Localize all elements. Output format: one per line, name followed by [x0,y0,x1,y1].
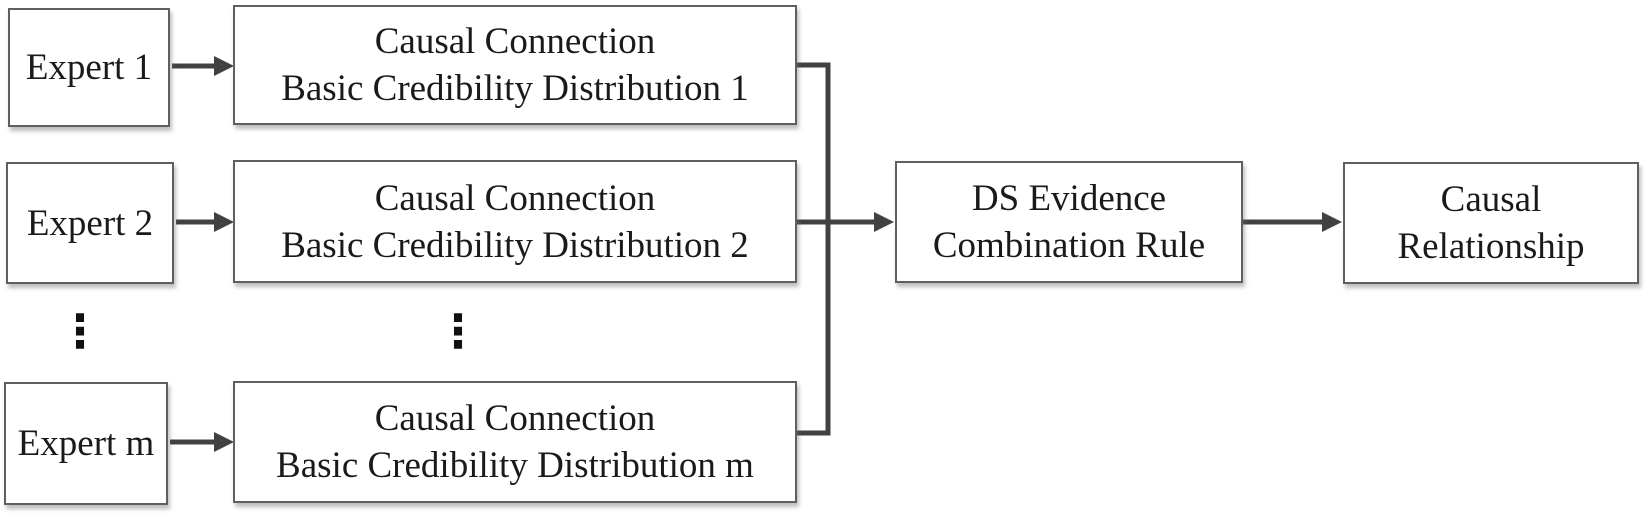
arrowhead-icon [214,56,234,76]
result-label-line1: Causal [1440,179,1542,220]
arrowhead-icon [874,212,894,232]
expert-box-1: Expert 1 [8,8,170,127]
arrowhead-icon [1322,212,1342,232]
vertical-ellipsis-experts: ⋮ [57,304,103,358]
distribution-box-m: Causal Connection Basic Credibility Dist… [233,381,797,503]
expert-box-m: Expert m [4,382,168,505]
distribution-box-2: Causal Connection Basic Credibility Dist… [233,160,797,283]
expert-label: Expert m [17,423,155,464]
expert-box-2: Expert 2 [6,162,174,284]
distribution-box-1: Causal Connection Basic Credibility Dist… [233,5,797,125]
expert-label: Expert 2 [26,202,154,244]
vertical-ellipsis-distributions: ⋮ [435,304,481,358]
arrowhead-icon [214,212,234,232]
ds-evidence-combination-box: DS Evidence Combination Rule [895,161,1243,283]
distribution-label-line2: Basic Credibility Distribution 1 [281,68,749,109]
collector-line [797,62,831,436]
combination-label-line2: Combination Rule [932,225,1206,266]
result-label-line2: Relationship [1397,226,1585,267]
combination-label-line1: DS Evidence [971,178,1167,219]
arrowhead-icon [214,432,234,452]
distribution-label-line1: Causal Connection [374,398,656,439]
distribution-label-line2: Basic Credibility Distribution m [276,445,754,486]
causal-relationship-box: Causal Relationship [1343,162,1639,284]
distribution-label-line2: Basic Credibility Distribution 2 [281,224,749,266]
expert-label: Expert 1 [25,47,153,88]
distribution-label-line1: Causal Connection [374,177,656,219]
distribution-label-line1: Causal Connection [374,21,656,62]
